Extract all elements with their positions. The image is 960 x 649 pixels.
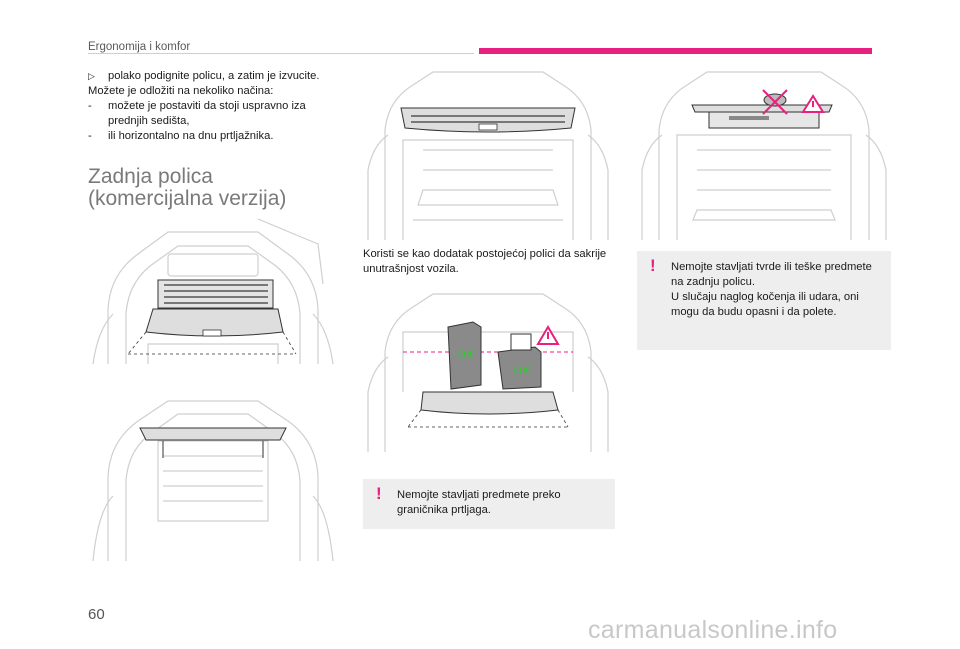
ok-label: OK — [514, 365, 531, 377]
intro-line: Možete je odložiti na nekoliko načina: — [88, 85, 274, 97]
figure-shelf-upright — [88, 214, 338, 384]
bullet-arrow-icon: ▷ — [88, 71, 95, 81]
figure-caption: Koristi se kao dodatak postojećoj polici… — [363, 248, 607, 275]
watermark: carmanualsonline.info — [588, 616, 838, 644]
figure-shelf-mounted — [363, 70, 613, 240]
header-accent-bar — [479, 48, 872, 54]
intro-dash-item: -možete je postaviti da stoji uspravno i… — [88, 100, 306, 127]
section-title: Zadnja polica (komercijalna verzija) — [88, 165, 287, 210]
figure-no-heavy-items — [637, 70, 891, 240]
warning-text: Nemojte stavljati predmete preko graničn… — [397, 489, 561, 516]
warning-text: Nemojte stavljati tvrde ili teške predme… — [671, 261, 872, 318]
warning-box: ! Nemojte stavljati tvrde ili teške pred… — [637, 251, 891, 350]
ok-label: OK — [458, 349, 475, 361]
section-header: Ergonomija i komfor — [88, 41, 191, 53]
figure-shelf-horizontal — [88, 396, 338, 566]
intro-text: ▷polako podignite policu, a zatim je izv… — [88, 69, 340, 144]
intro-dash-item: -ili horizontalno na dnu prtljažnika. — [88, 130, 274, 142]
intro-bullet: ▷polako podignite policu, a zatim je izv… — [88, 70, 320, 82]
warning-icon: ! — [650, 256, 656, 275]
header-rule — [88, 53, 474, 54]
figure-luggage-ok: OK OK — [363, 292, 613, 462]
warning-icon: ! — [376, 484, 382, 503]
warning-box: ! Nemojte stavljati predmete preko grani… — [363, 479, 615, 529]
page-number: 60 — [88, 606, 105, 623]
